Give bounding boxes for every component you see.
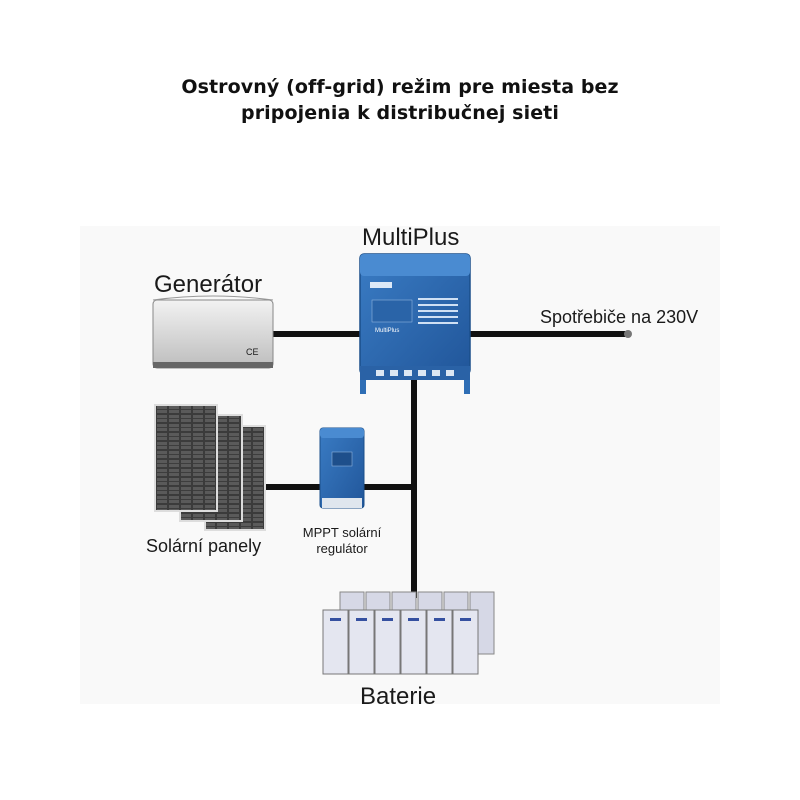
mppt-controller [319,427,365,509]
generator: CE [152,295,274,369]
multiplus-model-text: MultiPlus [375,328,399,334]
solar-panels [154,404,266,531]
title-line-2: pripojenia k distribučnej sieti [241,102,559,124]
loads-label: Spotřebiče na 230V [540,307,698,327]
wiring [258,331,628,598]
mppt-label-line-2: regulátor [316,541,368,556]
battery-bank [322,591,495,675]
multiplus-unit: MultiPlus [359,253,471,394]
page-title: Ostrovný (off-grid) režim pre miesta bez… [0,74,800,126]
victron-logo-icon [370,282,392,288]
battery-row-front [322,609,479,675]
solar-panel-1 [154,404,218,512]
mppt-label-line-1: MPPT solární [303,525,382,540]
loads-terminal-dot [624,330,632,338]
title-line-1: Ostrovný (off-grid) režim pre miesta bez [181,76,619,98]
solar-label: Solární panely [146,536,261,556]
ce-mark: CE [246,347,259,357]
generator-label: Generátor [154,271,262,298]
multiplus-label: MultiPlus [362,224,459,251]
batteries-label: Baterie [360,683,436,710]
